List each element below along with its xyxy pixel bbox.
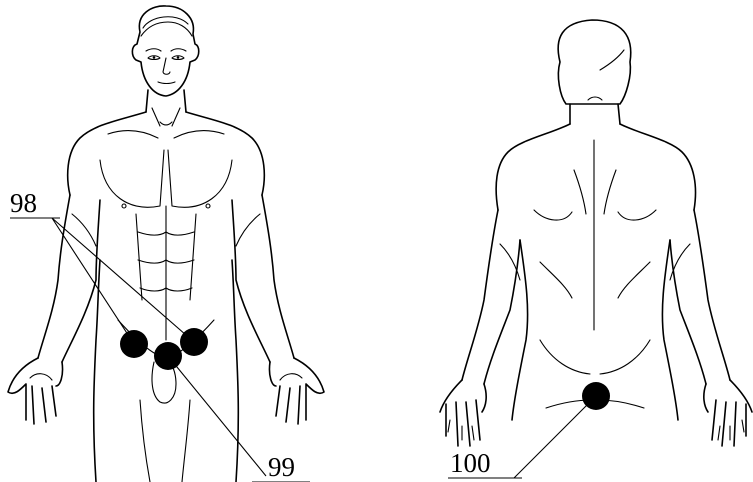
electrode-lower-abdomen: [154, 342, 182, 370]
reference-labels: 98 99 100: [10, 188, 491, 482]
leader-99: [168, 356, 266, 476]
electrode-left-abdomen: [120, 330, 148, 358]
label-98: 98: [10, 188, 37, 218]
leader-98-a: [52, 218, 134, 344]
label-99: 99: [268, 452, 295, 482]
electrodes: [120, 328, 610, 410]
front-body-figure: [8, 6, 324, 482]
leader-100: [514, 396, 596, 478]
electrode-right-abdomen: [180, 328, 208, 356]
electrode-sacral: [582, 382, 610, 410]
label-100: 100: [450, 448, 491, 478]
leader-98-b: [52, 218, 194, 342]
leader-lines: [10, 218, 596, 482]
